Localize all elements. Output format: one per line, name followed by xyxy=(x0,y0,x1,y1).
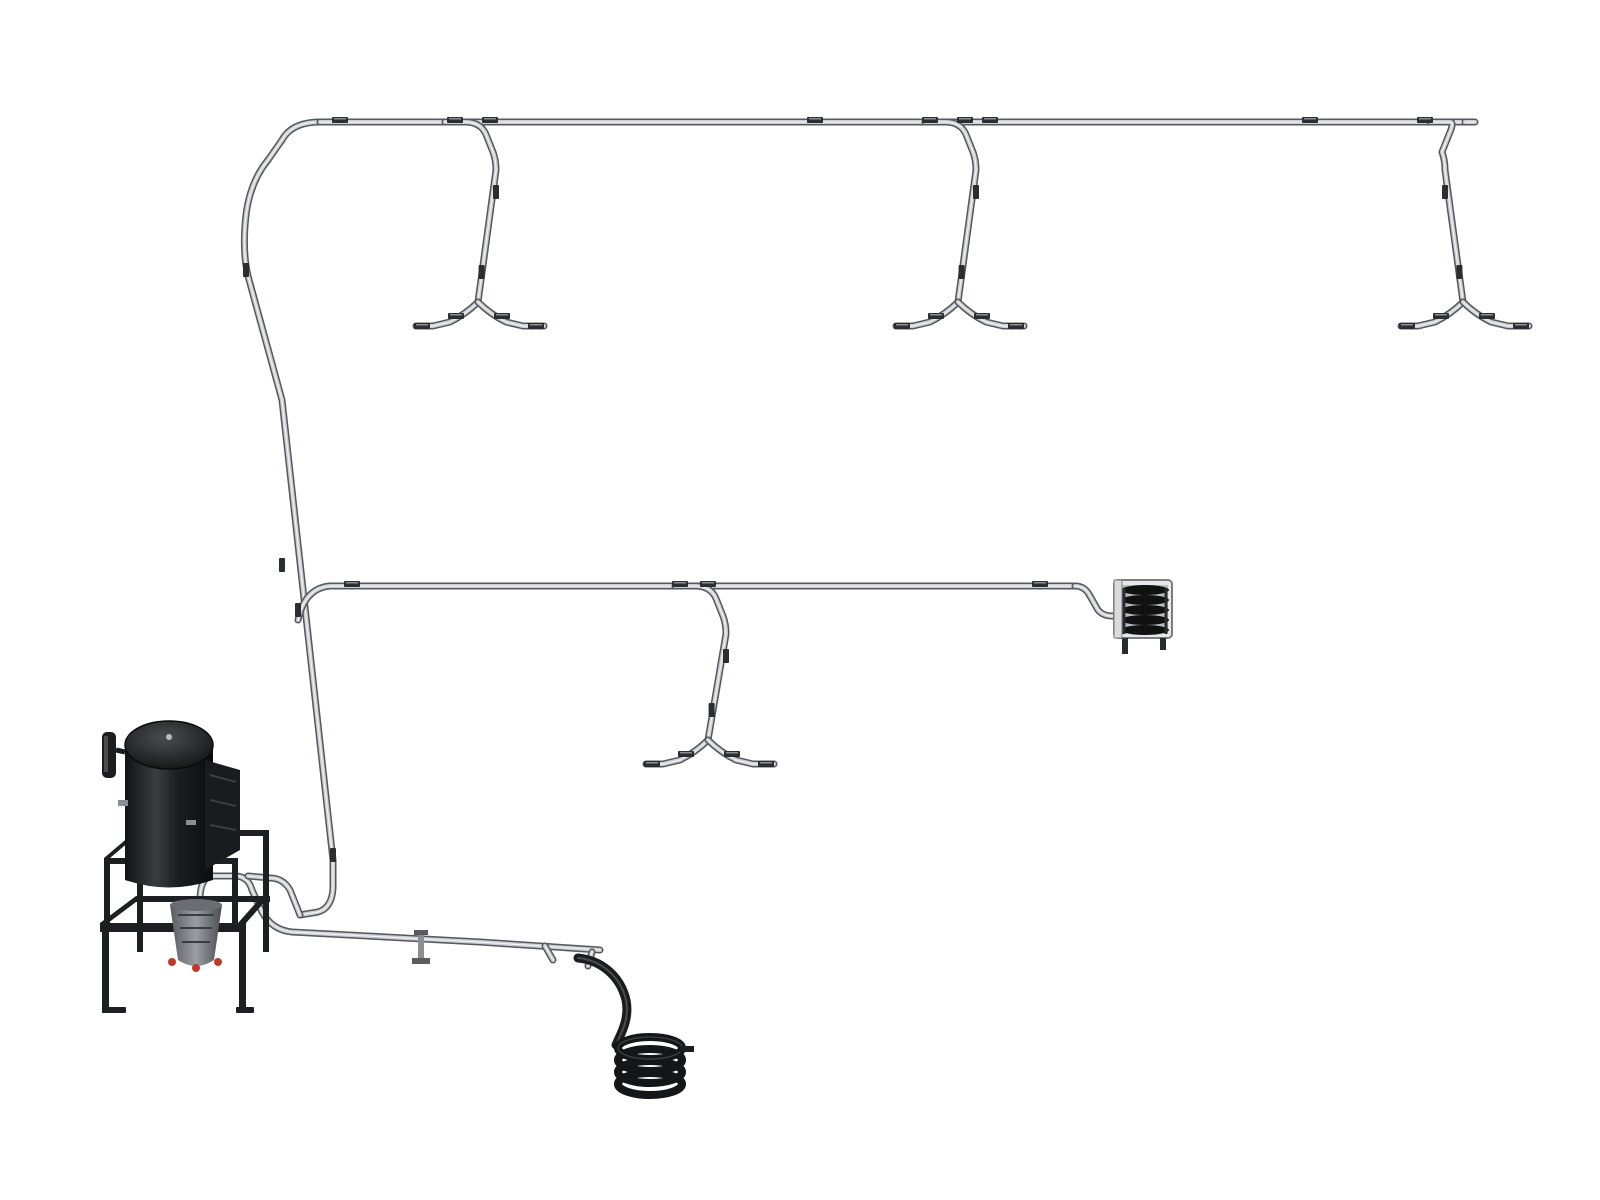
pipe-clamp xyxy=(758,761,774,767)
pipe-clamp xyxy=(344,581,360,587)
valve-icon[interactable] xyxy=(412,930,430,964)
pipe-clamp xyxy=(414,323,430,329)
pipe-clamp xyxy=(708,703,715,717)
riser-pipe xyxy=(240,118,337,919)
pipe-clamp xyxy=(447,117,463,123)
pipe-clamp-highlight xyxy=(1435,314,1447,316)
pipe-clamp-highlight xyxy=(346,582,358,584)
upper-drop-2 xyxy=(924,121,977,303)
separator-tank xyxy=(102,720,240,888)
pipe-clamp xyxy=(448,313,464,319)
pipe-clamp xyxy=(1032,581,1048,587)
pipe-clamp xyxy=(974,313,990,319)
pipe-clamp xyxy=(928,313,944,319)
pipe-clamp-highlight xyxy=(1034,582,1046,584)
unit-connector-pipe xyxy=(247,875,301,916)
pipe-clamp-highlight xyxy=(1515,324,1527,326)
pipe-clamp xyxy=(295,603,301,617)
pipe-clamp-highlight xyxy=(1419,118,1431,120)
pipe-clamp xyxy=(243,263,249,277)
pipe-clamp-highlight xyxy=(924,118,936,120)
pipe-clamp-highlight xyxy=(1401,324,1413,326)
pipe-clamp-highlight xyxy=(976,314,988,316)
pipe-clamp-highlight xyxy=(646,762,658,764)
pipe-clamp-highlight xyxy=(809,118,821,120)
pipe-clamp-highlight xyxy=(726,752,738,754)
pipe-clamp xyxy=(279,558,285,572)
reel-feed-pipe xyxy=(1074,585,1126,617)
pipe-clamp xyxy=(1456,265,1463,279)
hose-drop-a xyxy=(544,945,554,961)
pipe-clamp xyxy=(982,117,998,123)
pipe-clamp xyxy=(724,751,740,757)
middle-branch-pipe xyxy=(296,584,1077,622)
collection-bin xyxy=(168,899,222,972)
pipe-network xyxy=(196,118,1533,970)
pipe-clamp xyxy=(528,323,544,329)
pipe-clamp-highlight xyxy=(680,752,692,754)
pipe-clamp xyxy=(807,117,823,123)
pipe-clamp xyxy=(1433,313,1449,319)
pipe-clamp-highlight xyxy=(530,324,542,326)
upper-drop-3 xyxy=(1429,121,1464,303)
pipe-clamp-highlight xyxy=(1304,118,1316,120)
pipe-clamp-highlight xyxy=(984,118,996,120)
pipe-clamp xyxy=(958,265,965,279)
pipe-clamp-highlight xyxy=(416,324,428,326)
pipe-clamp xyxy=(973,185,979,199)
pipe-clamps xyxy=(243,117,1529,862)
hose-reel-icon[interactable] xyxy=(1113,579,1173,654)
pipe-clamp xyxy=(922,117,938,123)
pipe-clamp xyxy=(1008,323,1024,329)
pipe-clamp xyxy=(1479,313,1495,319)
pipe-clamp-highlight xyxy=(896,324,908,326)
pipe-clamp xyxy=(672,581,688,587)
riser-pipe xyxy=(242,120,335,917)
pipe-clamp-highlight xyxy=(674,582,686,584)
pipe-clamp-highlight xyxy=(496,314,508,316)
pipe-clamp-highlight xyxy=(959,118,971,120)
pipe-clamp xyxy=(494,313,510,319)
pipe-clamp-highlight xyxy=(484,118,496,120)
pipe-clamp xyxy=(700,581,716,587)
pipe-clamp xyxy=(723,649,729,663)
coiled-hose-icon[interactable] xyxy=(573,953,694,1099)
upper-drop-1 xyxy=(444,121,497,303)
pipe-clamp xyxy=(330,848,336,862)
vacuum-unit-icon[interactable] xyxy=(100,720,270,1013)
pipe-clamp-highlight xyxy=(760,762,772,764)
pipe-clamp-highlight xyxy=(449,118,461,120)
pipe-clamp-highlight xyxy=(702,582,714,584)
middle-branch-pipe xyxy=(294,582,1079,624)
pipe-clamp xyxy=(478,265,485,279)
pipe-clamp xyxy=(957,117,973,123)
pipe-clamp-highlight xyxy=(1481,314,1493,316)
pipe-clamp xyxy=(644,761,660,767)
pipe-clamp-highlight xyxy=(1010,324,1022,326)
pipe-clamp xyxy=(1442,185,1448,199)
pipe-clamp xyxy=(1513,323,1529,329)
pipe-clamp xyxy=(482,117,498,123)
pipe-clamp-highlight xyxy=(930,314,942,316)
riser-pipe xyxy=(243,121,334,916)
pipe-clamp xyxy=(1302,117,1318,123)
pipe-clamp xyxy=(894,323,910,329)
pipe-clamp-highlight xyxy=(450,314,462,316)
pipe-clamp xyxy=(1399,323,1415,329)
pipe-clamp-highlight xyxy=(334,118,346,120)
pipe-clamp xyxy=(332,117,348,123)
pipe-clamp xyxy=(493,185,499,199)
middle-branch-pipe xyxy=(297,585,1076,621)
pipe-clamp xyxy=(1417,117,1433,123)
pipe-clamp xyxy=(678,751,694,757)
